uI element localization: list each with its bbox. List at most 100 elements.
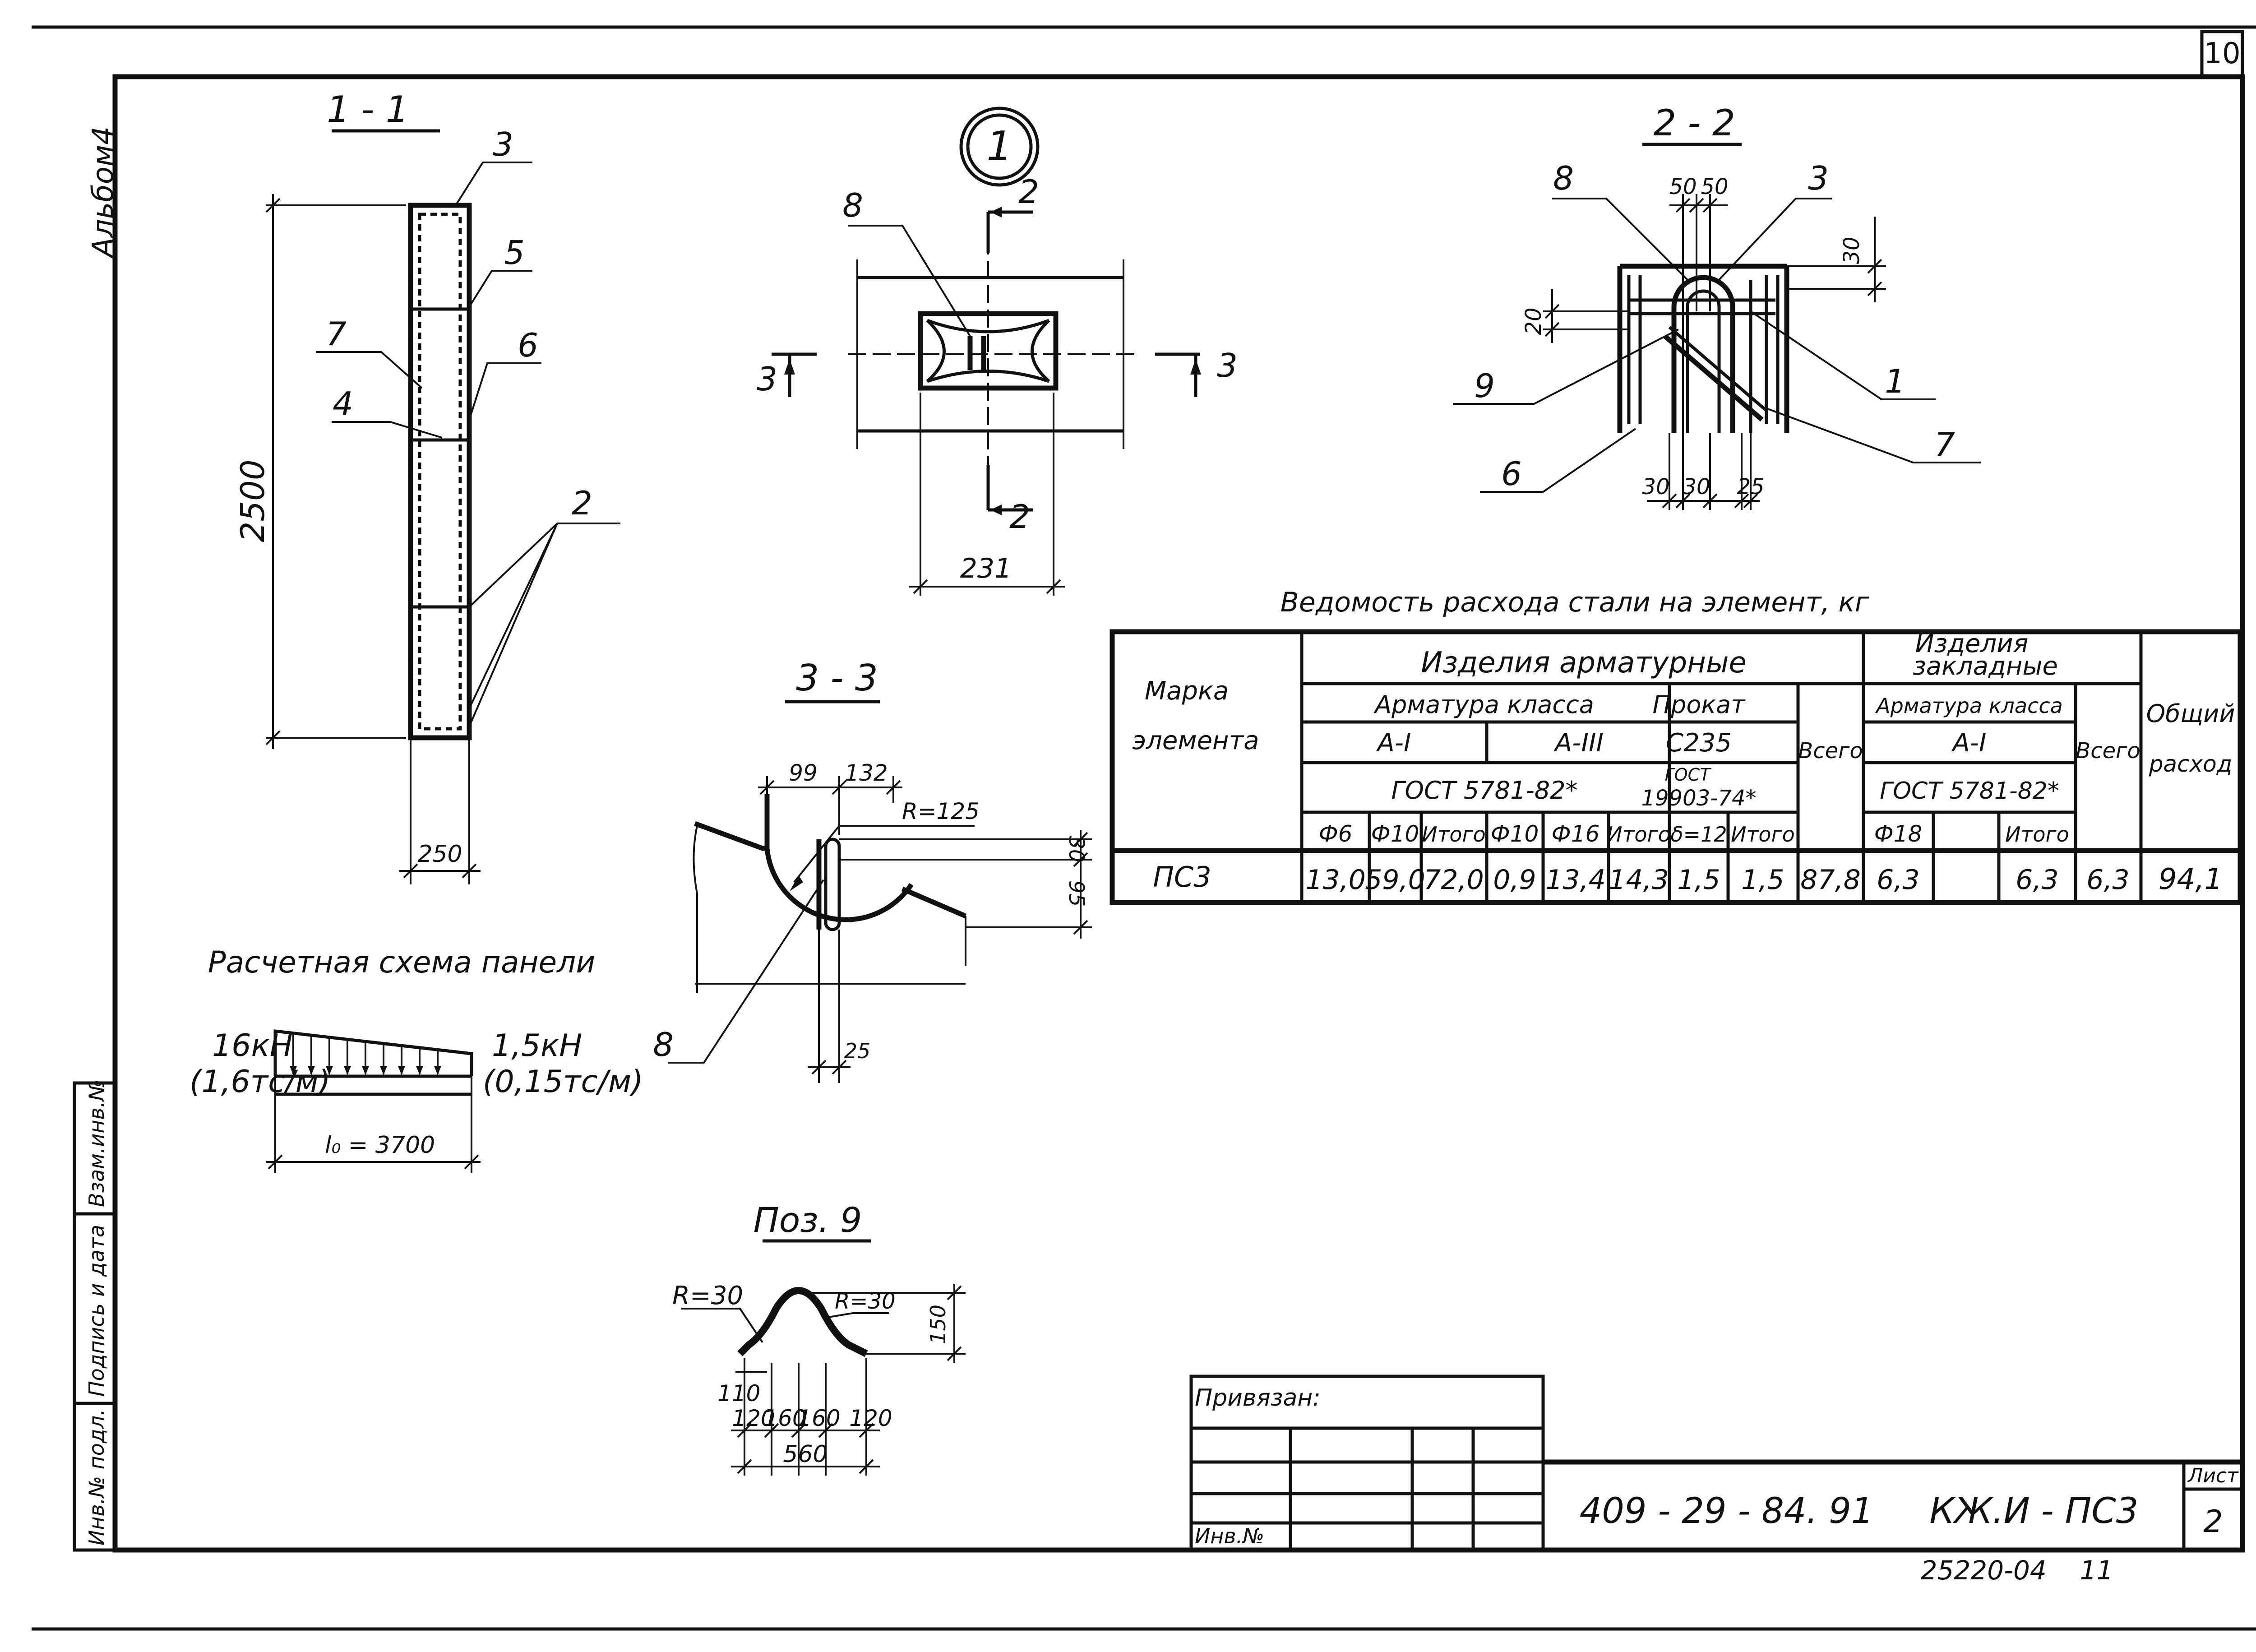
th-gost-2b: 19903-74* xyxy=(1641,786,1756,811)
th-vsego: Всего xyxy=(1798,738,1863,764)
dim-3-3-radius: R=125 xyxy=(902,798,980,824)
dim-2500: 2500 xyxy=(234,459,272,542)
section-1-1-title: 1 - 1 xyxy=(327,88,409,130)
callout-2-2-1: 1 xyxy=(1885,362,1905,400)
privyazan-label: Привязан: xyxy=(1195,1384,1321,1411)
scheme-title: Расчетная схема панели xyxy=(208,945,595,980)
section-2-2-title: 2 - 2 xyxy=(1653,102,1735,144)
steel-table-grid xyxy=(1110,629,2243,905)
pos9-h110: 110 xyxy=(717,1380,760,1407)
callout-2-2-7: 7 xyxy=(1934,426,1955,463)
section-2-2: 2 - 2 xyxy=(1453,102,1981,510)
node-1-cut3-left: 3 xyxy=(757,360,777,398)
td-total: 94,1 xyxy=(2159,863,2223,896)
th-total-1: Общий xyxy=(2146,699,2235,728)
callout-1-1-3: 3 xyxy=(493,125,513,163)
dim-2-2-25-bot-c: 25 xyxy=(1737,474,1764,500)
th-col-itogo-3: Итого xyxy=(1731,822,1795,847)
td-itogo-3: 1,5 xyxy=(1741,864,1784,896)
th-col-itogo-2: Итого xyxy=(1607,822,1671,847)
th-mark: Марка xyxy=(1145,676,1229,706)
inv-label: Инв.№ xyxy=(1195,1524,1264,1548)
bottom-code: 25220-04 11 xyxy=(1921,1555,2113,1586)
th-c235: С235 xyxy=(1666,728,1732,758)
pos9-seg-2: 160 xyxy=(763,1405,806,1431)
td-delta: 1,5 xyxy=(1677,864,1720,896)
td-vsego: 87,8 xyxy=(1800,864,1861,896)
dim-2-2-20-left: 20 xyxy=(1521,307,1546,335)
album-label: Альбом4 xyxy=(87,126,120,259)
dim-2-2-30-bot-b: 30 xyxy=(1683,474,1710,500)
callout-2-2-9: 9 xyxy=(1474,367,1495,405)
dim-2-2-50a: 50 xyxy=(1669,174,1697,199)
pos-9: Поз. 9 xyxy=(681,1200,966,1476)
load-right: 1,5кН xyxy=(492,1028,582,1064)
td-itogo-2: 14,3 xyxy=(1609,864,1669,896)
callout-1-1-2: 2 xyxy=(572,484,592,522)
dim-231: 231 xyxy=(960,553,1012,584)
node-1-label: 1 xyxy=(986,123,1012,170)
pos9-h150: 150 xyxy=(926,1305,950,1344)
dim-3-3-30: 30 xyxy=(1064,836,1089,863)
node-1-cut2-bottom: 2 xyxy=(1009,498,1030,536)
section-3-3-title: 3 - 3 xyxy=(796,657,878,699)
load-left: 16кН xyxy=(212,1028,293,1064)
th-col-itogo-4: Итого xyxy=(2005,822,2069,847)
pos9-total: 560 xyxy=(783,1441,828,1468)
dim-2-2-50b: 50 xyxy=(1701,174,1728,199)
side-stamp xyxy=(73,1081,117,1552)
node-1-cut2-top: 2 xyxy=(1018,173,1039,211)
node-1-callout-8: 8 xyxy=(842,186,863,224)
pos9-title: Поз. 9 xyxy=(754,1200,862,1240)
th-gost-1: ГОСТ 5781-82* xyxy=(1391,776,1577,805)
pos9-seg-1: 120 xyxy=(732,1405,775,1431)
th-prokat: Прокат xyxy=(1652,690,1746,719)
dim-3-3-25: 25 xyxy=(844,1039,871,1063)
callout-2-2-3: 3 xyxy=(1808,159,1829,197)
design-scheme: Расчетная схема панели xyxy=(208,945,595,1173)
th-gost-2a: ГОСТ xyxy=(1665,765,1712,785)
th-col-delta: δ=12 xyxy=(1670,822,1727,847)
dim-2-2-30-bot-a: 30 xyxy=(1642,474,1669,500)
td-f10b: 0,9 xyxy=(1493,864,1536,896)
th-a3: А-III xyxy=(1553,728,1604,758)
th-col-f10b: Ф10 xyxy=(1491,821,1539,847)
th-col-f6: Ф6 xyxy=(1319,821,1353,847)
th-zakl-1: Изделия xyxy=(1915,629,2029,658)
th-arm: Изделия арматурные xyxy=(1421,646,1747,680)
th-zakl-2: закладные xyxy=(1913,652,2058,681)
td-itogo-1: 72,0 xyxy=(1424,864,1484,896)
side-inv-podl: Инв.№ подл. xyxy=(84,1409,109,1546)
table-title: Ведомость расхода стали на элемент, кг xyxy=(1281,587,1869,618)
pos9-seg-4: 120 xyxy=(849,1405,892,1431)
dim-3-3-132: 132 xyxy=(845,760,888,786)
list-number: 2 xyxy=(2203,1504,2223,1540)
node-1 xyxy=(772,106,1201,596)
td-vsego-2: 6,3 xyxy=(2086,864,2129,896)
td-itogo-4: 6,3 xyxy=(2016,864,2058,896)
th-col-f18: Ф18 xyxy=(1874,821,1923,847)
section-3-3: 3 - 3 xyxy=(668,657,1092,1083)
dim-2-2-30-right: 30 xyxy=(1839,236,1864,264)
span-dim: l₀ = 3700 xyxy=(325,1132,435,1159)
pos9-r-left: R=30 xyxy=(672,1281,743,1310)
callout-2-2-6: 6 xyxy=(1501,455,1522,493)
dim-3-3-95: 95 xyxy=(1064,880,1089,907)
th-col-itogo-1: Итого xyxy=(1422,822,1486,847)
dim-250: 250 xyxy=(417,841,462,868)
th-a1: А-I xyxy=(1376,728,1411,758)
sheet-frame xyxy=(32,25,2256,1631)
callout-3-3-8: 8 xyxy=(653,1026,674,1064)
th-col-f16: Ф16 xyxy=(1552,821,1600,847)
callout-1-1-7: 7 xyxy=(326,315,347,353)
th-armkl: Арматура класса xyxy=(1373,690,1594,719)
th-mark-2: элемента xyxy=(1132,726,1259,755)
callout-1-1-4: 4 xyxy=(333,385,353,423)
load-left-sub: (1,6тс/м) xyxy=(190,1064,330,1100)
drawing-code: 409 - 29 - 84. 91 КЖ.И - ПС3 xyxy=(1580,1491,2139,1532)
pos9-r-right: R=30 xyxy=(835,1289,896,1314)
dim-3-3-99: 99 xyxy=(789,760,818,786)
section-1-1: 1 - 1 2500 250 xyxy=(234,88,620,884)
td-f18: 6,3 xyxy=(1877,864,1919,896)
